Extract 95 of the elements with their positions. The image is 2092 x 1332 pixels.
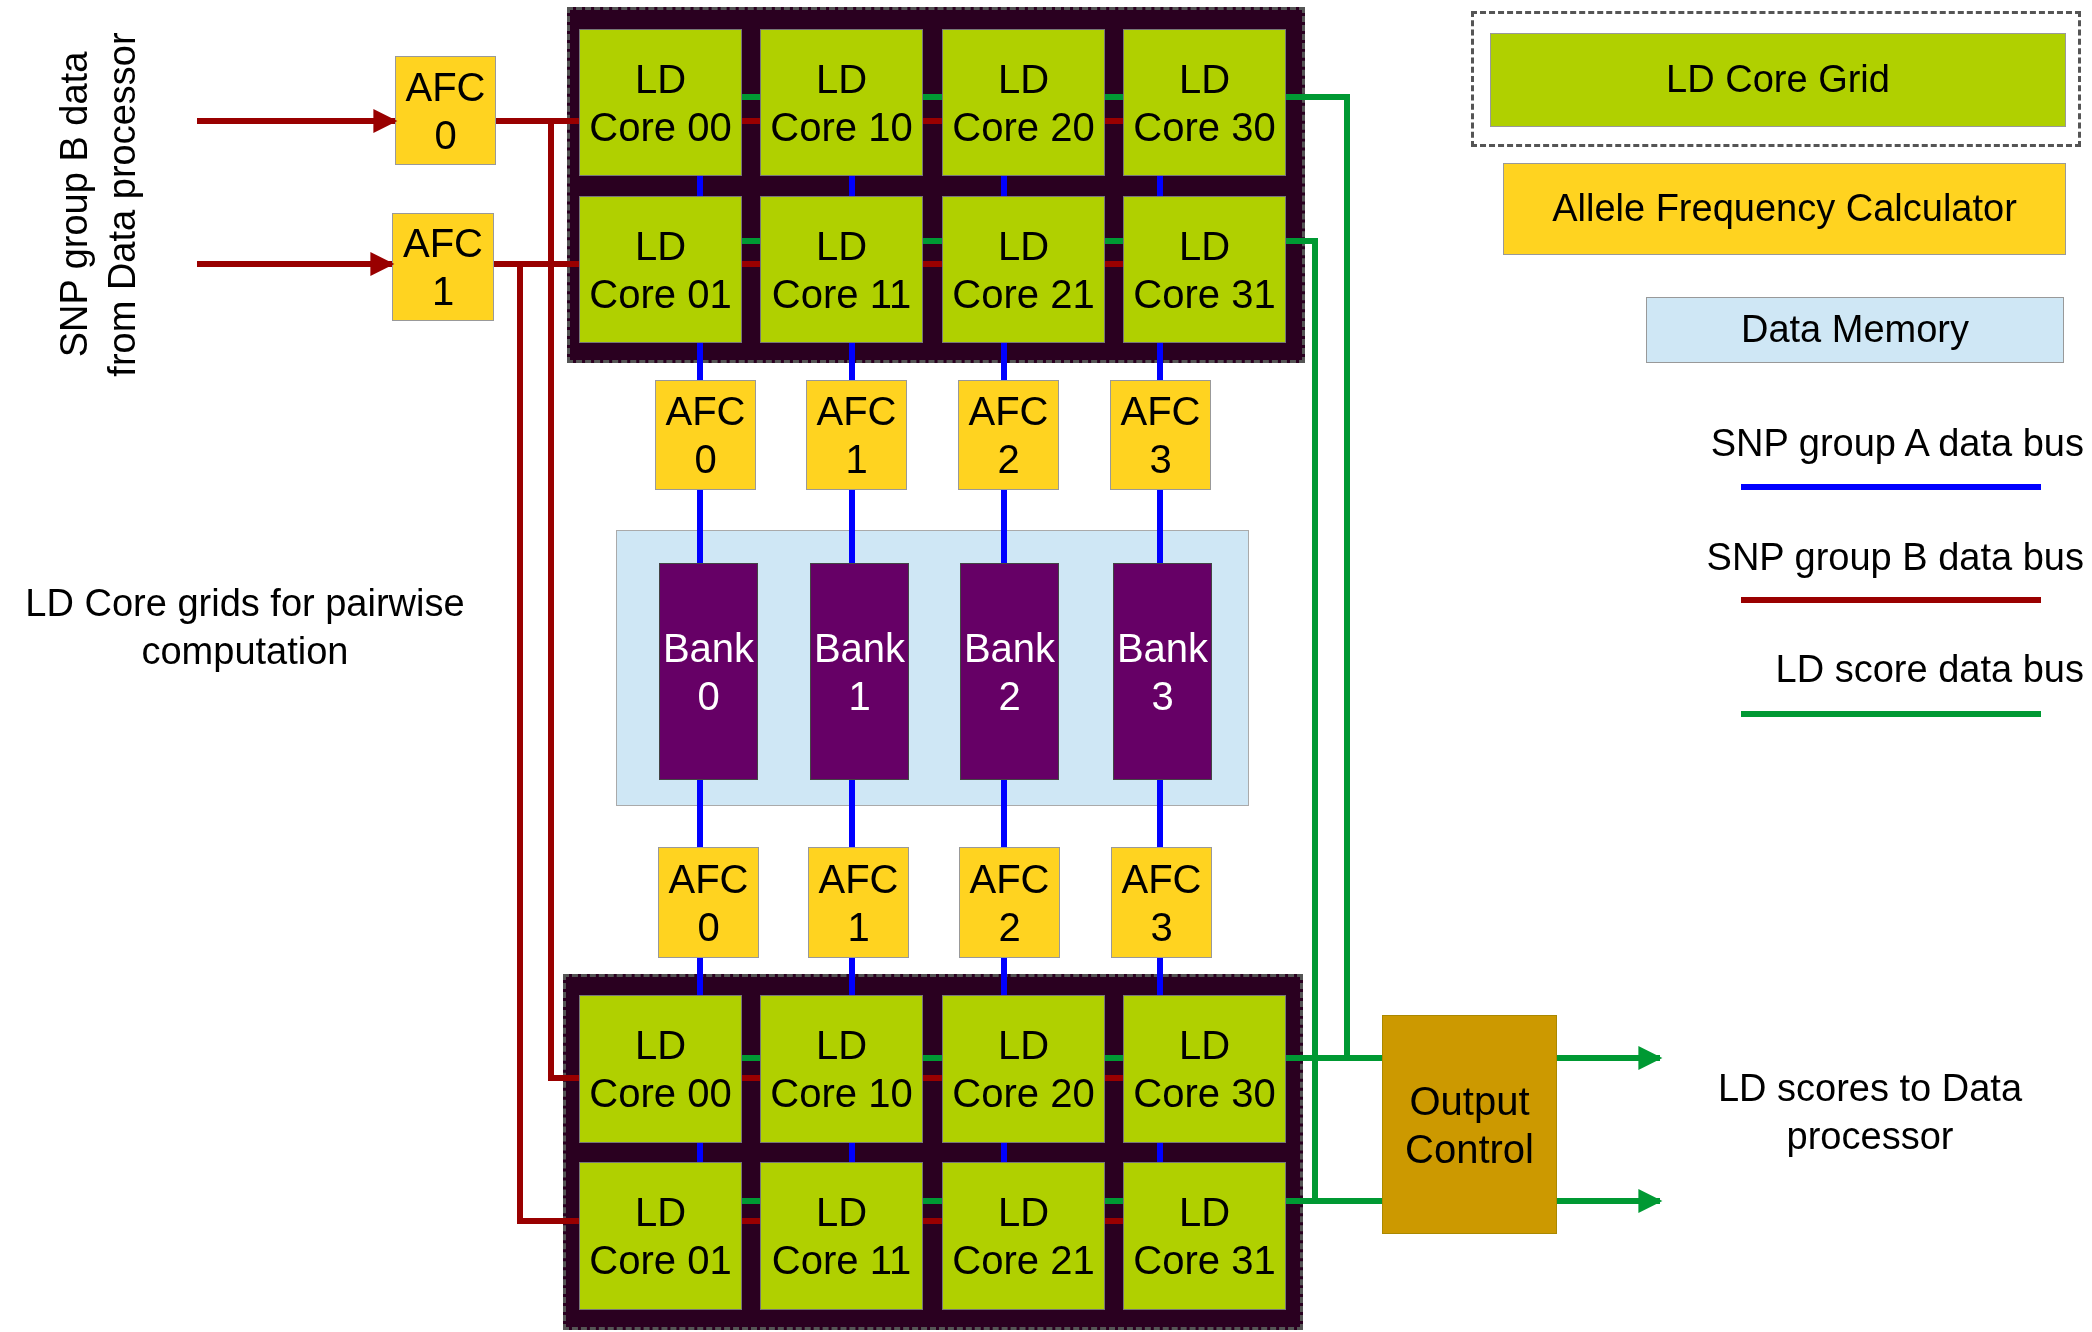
core-box: LD Core 31 bbox=[1123, 1162, 1286, 1310]
bus-line bbox=[697, 1143, 703, 1162]
arrow bbox=[197, 252, 395, 276]
annotation-text: LD Core grids for pairwise computation bbox=[24, 581, 466, 674]
core-box: LD Core 00 bbox=[579, 29, 742, 176]
bus-line bbox=[849, 343, 855, 380]
bus-line bbox=[1105, 238, 1123, 244]
bus-line bbox=[697, 958, 703, 995]
core-box: LD Core 21 bbox=[942, 196, 1105, 343]
bus-line bbox=[1001, 343, 1007, 380]
legend-label: LD score data bus bbox=[1775, 647, 2084, 692]
core-grid-panel bbox=[567, 7, 1305, 363]
bus-line bbox=[697, 176, 703, 196]
bus-line bbox=[849, 780, 855, 847]
bus-line bbox=[697, 780, 703, 847]
bus-line bbox=[923, 1198, 942, 1204]
core-grid-panel bbox=[563, 974, 1303, 1330]
memory-panel bbox=[616, 530, 1249, 806]
bus-line bbox=[849, 176, 855, 196]
arrow bbox=[1557, 1046, 1663, 1070]
bus-line bbox=[1105, 1075, 1123, 1081]
memory-bank: Bank 3 bbox=[1113, 563, 1212, 780]
afc-box: AFC 3 bbox=[1110, 380, 1211, 490]
memory-bank: Bank 2 bbox=[960, 563, 1059, 780]
bus-line bbox=[1105, 1055, 1123, 1061]
core-box: LD Core 30 bbox=[1123, 29, 1286, 176]
legend-label: LD Core Grid bbox=[1666, 57, 1890, 103]
legend-label: SNP group A data bus bbox=[1710, 421, 2084, 466]
core-box: LD Core 11 bbox=[760, 196, 923, 343]
bus-line bbox=[1157, 780, 1163, 847]
bus-line bbox=[1157, 176, 1163, 196]
afc-box: AFC 0 bbox=[658, 847, 759, 958]
bus-line bbox=[742, 94, 760, 100]
afc-box: AFC 1 bbox=[808, 847, 909, 958]
bus-line bbox=[1001, 780, 1007, 847]
output-control-box: Output Control bbox=[1382, 1015, 1557, 1234]
bus-line bbox=[1157, 1143, 1163, 1162]
bus-line bbox=[1157, 343, 1163, 380]
arrow bbox=[1557, 1189, 1663, 1213]
core-box: LD Core 20 bbox=[942, 995, 1105, 1143]
core-box: LD Core 10 bbox=[760, 995, 923, 1143]
core-box: LD Core 01 bbox=[579, 1162, 742, 1310]
bus-line bbox=[849, 1143, 855, 1162]
afc-box: AFC 0 bbox=[395, 56, 496, 165]
bus-line bbox=[923, 1055, 942, 1061]
arrow bbox=[197, 109, 398, 133]
bus-line bbox=[1157, 958, 1163, 995]
bus-line bbox=[1105, 261, 1123, 267]
bus-line bbox=[742, 1218, 760, 1224]
bus-line bbox=[1105, 94, 1123, 100]
afc-box: AFC 3 bbox=[1111, 847, 1212, 958]
bus-line bbox=[697, 490, 703, 563]
core-box: LD Core 11 bbox=[760, 1162, 923, 1310]
legend-label: Allele Frequency Calculator bbox=[1552, 186, 2017, 232]
core-box: LD Core 20 bbox=[942, 29, 1105, 176]
bus-line bbox=[742, 1075, 760, 1081]
afc-box: AFC 1 bbox=[392, 213, 494, 321]
bus-line bbox=[1105, 1218, 1123, 1224]
legend-label: SNP group B data bus bbox=[1706, 535, 2084, 580]
core-box: LD Core 10 bbox=[760, 29, 923, 176]
bus-line bbox=[923, 1075, 942, 1081]
legend-label: Data Memory bbox=[1740, 307, 1970, 353]
bus-line bbox=[1001, 176, 1007, 196]
bus-line bbox=[697, 343, 703, 380]
bus-line bbox=[923, 261, 942, 267]
bus-line bbox=[1001, 1143, 1007, 1162]
memory-bank: Bank 1 bbox=[810, 563, 909, 780]
afc-box: AFC 2 bbox=[959, 847, 1060, 958]
bus-line bbox=[1105, 1198, 1123, 1204]
bus-line bbox=[923, 94, 942, 100]
afc-box: AFC 1 bbox=[806, 380, 907, 490]
memory-bank: Bank 0 bbox=[659, 563, 758, 780]
bus-line bbox=[742, 261, 760, 267]
bus-line bbox=[742, 118, 760, 124]
bus-line bbox=[849, 958, 855, 995]
bus-line bbox=[742, 1055, 760, 1061]
bus-line bbox=[849, 490, 855, 563]
core-box: LD Core 01 bbox=[579, 196, 742, 343]
bus-line bbox=[923, 1218, 942, 1224]
bus-line bbox=[1157, 490, 1163, 563]
bus-line bbox=[1001, 490, 1007, 563]
bus-line bbox=[923, 118, 942, 124]
bus-line bbox=[742, 238, 760, 244]
bus-line bbox=[1001, 958, 1007, 995]
core-box: LD Core 30 bbox=[1123, 995, 1286, 1143]
bus-line bbox=[742, 1198, 760, 1204]
annotation-text: SNP group B data from Data processor bbox=[51, 31, 144, 379]
core-box: LD Core 00 bbox=[579, 995, 742, 1143]
annotation-text: LD scores to Data processor bbox=[1716, 1066, 2024, 1159]
core-box: LD Core 31 bbox=[1123, 196, 1286, 343]
bus-line bbox=[1105, 118, 1123, 124]
afc-box: AFC 2 bbox=[958, 380, 1059, 490]
core-box: LD Core 21 bbox=[942, 1162, 1105, 1310]
afc-box: AFC 0 bbox=[655, 380, 756, 490]
bus-line bbox=[923, 238, 942, 244]
